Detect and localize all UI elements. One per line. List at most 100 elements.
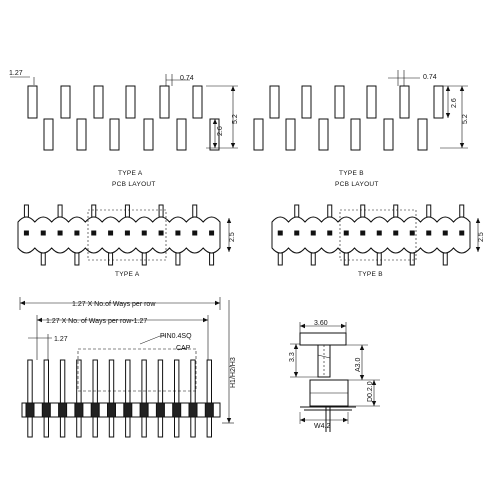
front-pin-body	[172, 402, 182, 418]
pin-tail-top	[360, 204, 366, 218]
housing-pin	[57, 230, 63, 236]
pin-tail-bottom	[108, 252, 114, 266]
top-view-b-pins	[277, 204, 465, 266]
pcb-b-pad	[301, 85, 312, 119]
pin-tail-top	[192, 204, 198, 218]
housing-pin	[91, 230, 97, 236]
front-pitch-label: 1.27	[54, 336, 68, 343]
pcb-a-pad	[143, 118, 154, 151]
front-pin-upper	[190, 359, 196, 404]
front-pin-body	[41, 402, 51, 418]
pin-tail-top	[91, 204, 97, 218]
front-pin-body	[25, 402, 35, 418]
pin-tail-bottom	[141, 252, 147, 266]
housing-pin	[442, 230, 448, 236]
pin-tail-bottom	[175, 252, 181, 266]
front-pin-lower	[141, 416, 147, 438]
front-pin-body	[139, 402, 149, 418]
housing-pin	[158, 230, 164, 236]
side-view	[290, 322, 380, 432]
pcb-b-pads	[253, 85, 444, 151]
front-pin-body	[204, 402, 214, 418]
pcb-layout-type-b	[253, 70, 468, 151]
pcb-b-pad	[334, 85, 345, 119]
housing-pin	[141, 230, 147, 236]
pcb-b-pad	[318, 118, 329, 151]
pin-tail-bottom	[310, 252, 316, 266]
pin-tail-top	[294, 204, 300, 218]
front-pin-body	[155, 402, 165, 418]
front-pin-upper	[27, 359, 33, 404]
pcb-a-caption-1: TYPE A	[118, 170, 143, 177]
pcb-a-pad	[27, 85, 38, 119]
pin-tail-bottom	[376, 252, 382, 266]
pcb-a-pad	[43, 118, 54, 151]
view-a-caption: TYPE A	[115, 271, 140, 278]
housing-pin	[108, 230, 114, 236]
front-pin-upper	[157, 359, 164, 404]
front-view	[19, 297, 234, 438]
pcb-b-caption-1: TYPE B	[339, 170, 364, 177]
front-pin-upper	[206, 359, 213, 404]
housing-pin	[209, 230, 215, 236]
front-heights-label: H1/H2/H3	[230, 357, 237, 388]
housing-pin	[343, 230, 349, 236]
pin-tail-bottom	[442, 252, 448, 266]
view-b-height-label: 2.5	[478, 232, 485, 242]
housing-pin	[393, 230, 399, 236]
pin-tail-top	[57, 204, 63, 218]
housing-pin	[175, 230, 181, 236]
pcb-a-offset-label: 2.6	[217, 126, 224, 136]
front-pin-lower	[27, 416, 33, 438]
front-pin-upper	[59, 359, 66, 404]
pcb-b-height-label: 5.2	[462, 114, 469, 124]
housing-pin	[74, 230, 80, 236]
pcb-a-pad	[159, 85, 170, 119]
pcb-b-pad	[366, 85, 377, 119]
front-pin-lower	[59, 416, 66, 438]
pin-tail-bottom	[277, 252, 283, 266]
pin-tail-top	[426, 204, 432, 218]
pcb-a-pad	[76, 118, 87, 151]
front-pin-lower	[92, 416, 98, 438]
top-view-type-a	[17, 204, 232, 266]
housing-pin	[40, 230, 46, 236]
pcb-b-pad-label: 0.74	[423, 74, 437, 81]
front-pin-upper	[43, 359, 49, 404]
pin-tail-top	[124, 204, 130, 218]
housing-pin	[360, 230, 366, 236]
front-pin-body	[58, 402, 68, 418]
housing-pin	[310, 230, 316, 236]
pin-tail-bottom	[40, 252, 46, 266]
pcb-a-height-label: 5.2	[232, 114, 239, 124]
side-diameter-label: D0.2.0	[367, 381, 374, 402]
pcb-a-pad	[125, 85, 136, 119]
front-pin-upper	[76, 359, 82, 404]
front-view-pins	[25, 359, 214, 438]
pcb-b-pad	[350, 118, 361, 151]
housing-pin	[23, 230, 29, 236]
housing-pin	[294, 230, 300, 236]
pin-tail-top	[459, 204, 465, 218]
housing-pin	[277, 230, 283, 236]
front-pin-body	[107, 402, 116, 418]
pcb-a-pad	[60, 85, 71, 119]
housing-pin	[192, 230, 198, 236]
view-b-caption: TYPE B	[358, 271, 383, 278]
front-pin-label: PIN0.4SQ	[160, 333, 192, 340]
front-pin-body	[74, 402, 84, 418]
view-a-height-label: 2.5	[229, 232, 236, 242]
pcb-b-caption-2: PCB LAYOUT	[335, 181, 379, 188]
pcb-a-pad	[192, 85, 203, 119]
front-pin-lower	[125, 416, 131, 438]
front-pin-lower	[190, 416, 196, 438]
housing-pin	[459, 230, 465, 236]
pcb-a-caption-2: PCB LAYOUT	[112, 181, 156, 188]
pcb-a-pad	[93, 85, 104, 119]
pcb-b-pad	[417, 118, 428, 151]
front-pin-lower	[43, 416, 49, 438]
top-view-type-b	[271, 204, 481, 266]
front-dim-outer-label: 1.27 X No.of Ways per row	[72, 301, 156, 308]
pcb-b-pad	[383, 118, 394, 151]
